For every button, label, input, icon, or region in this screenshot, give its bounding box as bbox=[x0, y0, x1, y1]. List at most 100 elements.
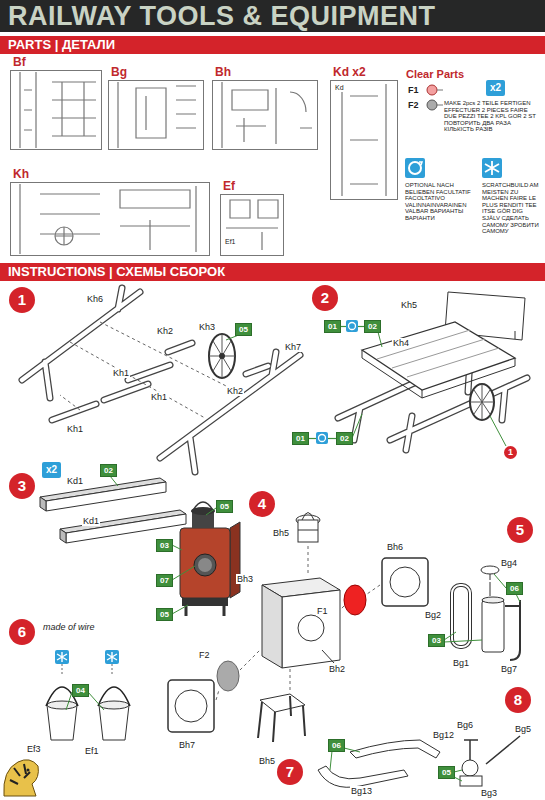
node-text: Bf bbox=[13, 55, 26, 69]
illustration-part bbox=[22, 288, 300, 472]
paint-code: 02 bbox=[336, 432, 353, 445]
illustration-part bbox=[464, 736, 520, 764]
illustration-part bbox=[186, 606, 224, 616]
illustration-part bbox=[409, 162, 421, 174]
part-label: Kh3 bbox=[198, 322, 216, 332]
illustration-part bbox=[47, 705, 77, 740]
legend-text: OPTIONAL NACH BELIEBEN FACULTATIF FACOLT… bbox=[405, 182, 477, 222]
illustration-part bbox=[219, 353, 225, 359]
illustration-part bbox=[105, 650, 119, 664]
part-label: Kh6 bbox=[86, 294, 104, 304]
part-label: Kd1 bbox=[66, 476, 84, 486]
illustration-part bbox=[342, 84, 386, 196]
illustration-part bbox=[470, 384, 494, 420]
part-label: Bh5 bbox=[258, 756, 276, 766]
callout-circle: 1 bbox=[504, 446, 517, 459]
part-label: Bg3 bbox=[480, 788, 498, 798]
part-label: Bg2 bbox=[424, 610, 442, 620]
section-band: INSTRUCTIONS | СХЕМЫ СБОРОК bbox=[0, 263, 545, 281]
part-label: Bg7 bbox=[500, 664, 518, 674]
node-text: 03 bbox=[160, 541, 169, 550]
illustration-part bbox=[427, 100, 437, 110]
node-text: INSTRUCTIONS | СХЕМЫ СБОРОК bbox=[8, 264, 225, 279]
illustration-part bbox=[99, 705, 129, 740]
step-number: 8 bbox=[505, 687, 531, 713]
illustration-part bbox=[192, 502, 214, 512]
illustration-part bbox=[55, 650, 69, 664]
part-label: Bg13 bbox=[350, 786, 373, 796]
illustration-part bbox=[319, 435, 326, 442]
illustration-part bbox=[482, 597, 504, 603]
part-label: F2 bbox=[198, 650, 211, 660]
part-label: Kh1 bbox=[112, 368, 130, 378]
paint-code: 06 bbox=[506, 582, 523, 595]
illustration-part bbox=[198, 558, 212, 572]
node-text: 1 bbox=[508, 447, 513, 457]
part-label: F1 bbox=[407, 85, 420, 95]
part-label: Bh6 bbox=[386, 542, 404, 552]
illustration-part bbox=[481, 566, 499, 574]
illustration-part bbox=[505, 600, 520, 660]
part-label: Kd bbox=[334, 84, 345, 92]
part-label: Kh1 bbox=[150, 392, 168, 402]
illustration-part bbox=[462, 760, 478, 776]
node-text: 02 bbox=[368, 322, 377, 331]
illustration-part bbox=[470, 384, 494, 420]
step-number: 3 bbox=[9, 473, 35, 499]
part-label: Ef3 bbox=[26, 744, 42, 754]
illustration-part bbox=[194, 554, 216, 576]
illustration-part bbox=[362, 322, 515, 390]
part-label: Kh2 bbox=[156, 326, 174, 336]
repeat-icon: x2 bbox=[42, 462, 61, 478]
node-text: 04 bbox=[76, 686, 85, 695]
illustration-part bbox=[57, 652, 67, 662]
illustration-part bbox=[168, 680, 214, 732]
illustration-part bbox=[452, 585, 470, 647]
illustration-part bbox=[99, 701, 129, 709]
part-label: Bg4 bbox=[500, 558, 518, 568]
paint-code: 02 bbox=[364, 320, 381, 333]
paint-code: 06 bbox=[328, 739, 345, 752]
illustration-part bbox=[230, 522, 240, 598]
node-text: 02 bbox=[340, 434, 349, 443]
illustration-part bbox=[110, 476, 118, 486]
node-text: Kh bbox=[13, 167, 29, 181]
illustration-part bbox=[490, 574, 491, 596]
illustration-part bbox=[318, 766, 408, 787]
node-text: 2 bbox=[321, 289, 329, 306]
paint-code: 05 bbox=[216, 500, 233, 513]
part-label: Kd1 bbox=[82, 516, 100, 526]
part-label: Kh5 bbox=[400, 300, 418, 310]
sprue-frame: Bf bbox=[10, 70, 102, 150]
illustration-part bbox=[216, 546, 380, 700]
node-text: 05 bbox=[239, 325, 248, 334]
illustration-part bbox=[282, 590, 340, 668]
title-bar: RAILWAY TOOLS & EQUIPMENT bbox=[0, 0, 545, 32]
repeat-icon: x2 bbox=[486, 80, 505, 96]
node-text: 06 bbox=[510, 584, 519, 593]
part-label: Bh2 bbox=[328, 664, 346, 674]
part-label: Bh7 bbox=[178, 740, 196, 750]
legend-text: MAKE 2pcs 2 TEILE FERTIGEN EFFECTUER 2 P… bbox=[444, 100, 540, 133]
node-text: PARTS | ДЕТАЛИ bbox=[8, 37, 115, 52]
node-text: x2 bbox=[490, 82, 501, 93]
sprue-frame: Bh bbox=[212, 80, 318, 150]
illustration-part bbox=[482, 158, 502, 178]
illustration-part bbox=[10, 764, 30, 784]
node-text: 4 bbox=[258, 495, 266, 512]
sprue-frame: Kd x2 bbox=[330, 80, 398, 200]
illustration-part bbox=[55, 227, 73, 245]
part-label: Clear Parts bbox=[405, 68, 465, 80]
node-text: 7 bbox=[286, 763, 294, 780]
legend-text: SCRATCHBUILD AM MEISTEN ZU MACHEN FAIRE … bbox=[482, 182, 540, 235]
illustration-part bbox=[382, 558, 428, 606]
illustration-part bbox=[482, 600, 504, 652]
node-text: 1 bbox=[18, 291, 26, 308]
illustration-part bbox=[22, 288, 300, 472]
illustration-part bbox=[118, 82, 196, 148]
step-number: 7 bbox=[277, 759, 303, 785]
part-label: Bg1 bbox=[452, 658, 470, 668]
illustration-part bbox=[182, 598, 228, 606]
node-text: 01 bbox=[328, 322, 337, 331]
paint-code: 03 bbox=[156, 539, 173, 552]
